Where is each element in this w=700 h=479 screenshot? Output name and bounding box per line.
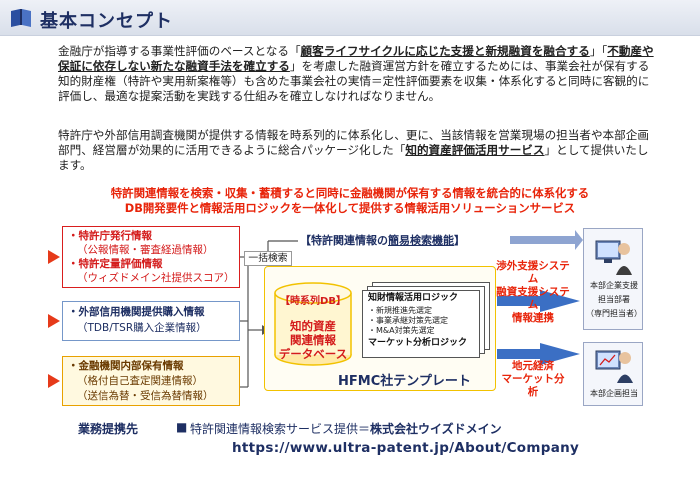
logic-item: ・事業承継対策先選定 (368, 316, 448, 325)
person-at-computer-icon (595, 240, 632, 275)
patent-score-title: ・特許定量評価情報 (68, 258, 163, 270)
credit-agency-sub: （TDB/TSR購入企業情報） (77, 322, 207, 334)
arrow-patent (48, 250, 60, 264)
patent-office-title: ・特許庁発行情報 (68, 230, 152, 242)
external-system-line: 情報連携 (512, 312, 554, 324)
partner-label: 業務提携先 (78, 422, 139, 436)
branch-label-line: （専門担当者） (586, 309, 642, 318)
page-title: 基本コンセプト (40, 11, 173, 32)
bullet-square-icon: ■ (176, 420, 188, 434)
book-icon (11, 9, 31, 27)
regional-market-label: 地元経済 マーケット分析 (500, 360, 566, 399)
headline-line-2: DB開発要件と情報活用ロジックを一体化して提供する情報活用ソリューションサービス (124, 201, 576, 215)
logic-sheet-front (362, 290, 480, 358)
intro-paragraph-1: 金融庁が指導する事業性評価のベースとなる「顧客ライフサイクルに応じた支援と新規融… (58, 44, 654, 103)
arrow-to-planning (497, 343, 580, 365)
patent-office-sub: （公報情報・審査経過情報） (77, 244, 214, 256)
partner-url-link[interactable]: https://www.ultra-patent.jp/About/Compan… (232, 440, 580, 456)
credit-agency-info-box: ・外部信用機関提供購入情報 （TDB/TSR購入企業情報） (62, 301, 240, 341)
simple-search-label: 【特許関連情報の簡易検索機能】 (300, 234, 465, 247)
hfmc-template-label: HFMC社テンプレート (338, 374, 471, 389)
bulk-search-label: 一括検索 (244, 251, 292, 266)
db-label-line-3: データベース (278, 347, 348, 361)
logic-title: 知財情報活用ロジック (368, 293, 459, 303)
branch-label-line: 担当部署 (598, 295, 630, 304)
intro-paragraph-2: 特許庁や外部信用調査機関が提供する情報を時系列的に体系化し、更に、当該情報を営業… (58, 128, 649, 172)
external-systems-label: 渉外支援システム 融資支援システム 情報連携 (496, 260, 570, 325)
database-icon (274, 282, 352, 366)
regional-line: マーケット分析 (501, 373, 565, 398)
arrow-credit (48, 314, 60, 328)
market-logic-label: マーケット分析ロジック (368, 338, 468, 348)
regional-line: 地元経済 (512, 360, 554, 372)
external-system-line: 渉外支援システム (496, 260, 570, 285)
credit-agency-title: ・外部信用機関提供購入情報 (68, 306, 205, 318)
branch-support-box: 本部企業支援 担当部署 （専門担当者） (583, 228, 643, 330)
patent-office-info-box: ・特許庁発行情報 （公報情報・審査経過情報） ・特許定量評価情報 （ウィズドメイ… (62, 226, 240, 288)
branch-label-line: 本部企業支援 (590, 281, 638, 290)
bank-internal-info-box: ・金融機関内部保有情報 （格付自己査定関連情報） （送信為替・受信為替情報） (62, 356, 240, 406)
person-at-computer-icon (595, 350, 633, 383)
headline-line-1: 特許関連情報を検索・収集・蓄積すると同時に金融機関が保有する情報を統合的に体系化… (110, 186, 590, 200)
planning-label: 本部企画担当 (590, 389, 638, 398)
patent-score-sub: （ウィズドメイン社提供スコア） (77, 272, 235, 284)
partner-description: 特許関連情報検索サービス提供＝株式会社ウイズドメイン (190, 422, 502, 436)
db-timeseries-label: 【時系列DB】 (280, 296, 346, 307)
arrow-simple-search (510, 230, 583, 250)
bank-internal-title: ・金融機関内部保有情報 (68, 360, 184, 372)
external-system-line: 融資支援システム (496, 286, 570, 311)
bank-internal-sub-2: （送信為替・受信為替情報） (77, 390, 214, 402)
title-bar (0, 0, 700, 36)
db-label-line-1: 知的資産 (290, 319, 336, 333)
arrow-bank (48, 374, 60, 388)
bank-internal-sub: （格付自己査定関連情報） (77, 375, 203, 387)
db-label-line-2: 関連情報 (290, 333, 336, 347)
arrow-to-branch (497, 290, 580, 312)
planning-dept-box: 本部企画担当 (583, 342, 643, 406)
logic-item: ・M&A対策先選定 (368, 326, 435, 335)
logic-item: ・新規推進先選定 (368, 306, 432, 315)
